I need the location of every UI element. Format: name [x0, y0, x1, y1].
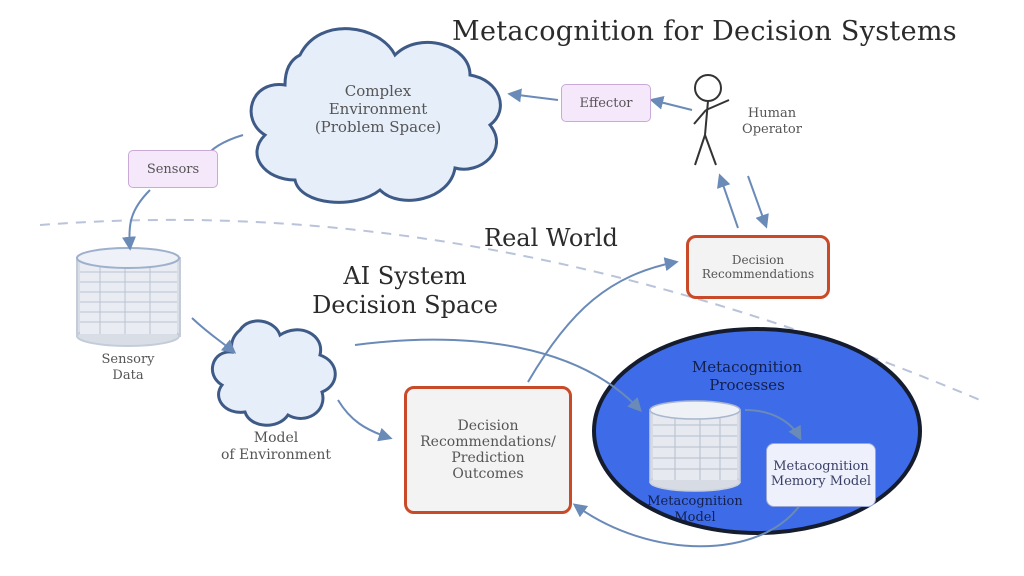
arrow-decision-to-top [527, 257, 679, 383]
human-line: Human [747, 106, 797, 121]
model-line: Model [253, 430, 299, 446]
arrow-effector-to-env [507, 88, 559, 103]
sensors-label: Sensors [146, 161, 200, 177]
decision-prediction-box: Decision Recommendations/ Prediction Out… [404, 386, 572, 514]
arrow-data-to-model [191, 317, 237, 354]
arrow-sensors-to-data [122, 189, 151, 251]
meta-model-cylinder [649, 400, 741, 492]
meta-model-line-1: Metacognition [647, 494, 743, 509]
effector-box: Effector [561, 84, 651, 122]
effector-label: Effector [579, 95, 633, 111]
meta-model-line-2: Model [674, 509, 716, 525]
arrow-decisiontop-to-human [717, 173, 739, 229]
arrow-memory-to-decision [572, 503, 801, 548]
meta-processes-line-1: Metacognition [691, 358, 803, 376]
human-operator-figure [693, 74, 730, 166]
human-operator-label: Human Operator [736, 106, 808, 137]
metacognition-model-label: Metacognition Model [640, 494, 750, 525]
decision-main-line-3: Prediction [451, 450, 525, 466]
operator-line: Operator [742, 121, 802, 137]
environment-line-2: Environment [328, 100, 428, 118]
ai-system-label: AI System Decision Space [300, 262, 510, 320]
decision-main-line-2: Recommendations/ [420, 434, 556, 450]
decision-top-line-2: Recommendations [701, 267, 815, 281]
environment-cloud [249, 27, 502, 204]
arrow-model-to-decision [337, 399, 393, 442]
of-environment-line: of Environment [220, 446, 332, 463]
ai-system-line: AI System [343, 262, 467, 290]
meta-memory-line-1: Metacognition [773, 459, 869, 475]
arrow-human-to-decisiontop [747, 175, 769, 229]
sensory-line: Sensory [101, 352, 155, 367]
sensory-data-cylinder [76, 247, 181, 347]
decision-top-line-1: Decision [731, 253, 785, 267]
decision-recommendations-box: Decision Recommendations [686, 235, 830, 299]
page-title: Metacognition for Decision Systems [452, 16, 957, 47]
real-world-label: Real World [484, 224, 618, 252]
arrow-human-to-effector [649, 95, 693, 111]
metacognition-processes-label: Metacognition Processes [682, 358, 812, 394]
arrow-model-to-meta [354, 338, 642, 413]
environment-line-1: Complex [344, 82, 412, 100]
decision-main-line-1: Decision [457, 418, 519, 434]
model-environment-label: Model of Environment [210, 430, 342, 464]
metacognition-memory-model-box: Metacognition Memory Model [766, 443, 876, 507]
data-line: Data [112, 367, 144, 383]
sensors-box: Sensors [128, 150, 218, 188]
model-cloud [211, 319, 337, 427]
arrow-meta-internal [744, 409, 802, 441]
environment-line-3: (Problem Space) [314, 118, 442, 136]
sensory-data-label: Sensory Data [96, 352, 160, 383]
decision-main-line-4: Outcomes [452, 466, 524, 482]
meta-processes-line-2: Processes [709, 376, 785, 394]
environment-label: Complex Environment (Problem Space) [308, 82, 448, 136]
decision-space-line: Decision Space [312, 290, 498, 319]
meta-memory-line-2: Memory Model [770, 474, 872, 489]
